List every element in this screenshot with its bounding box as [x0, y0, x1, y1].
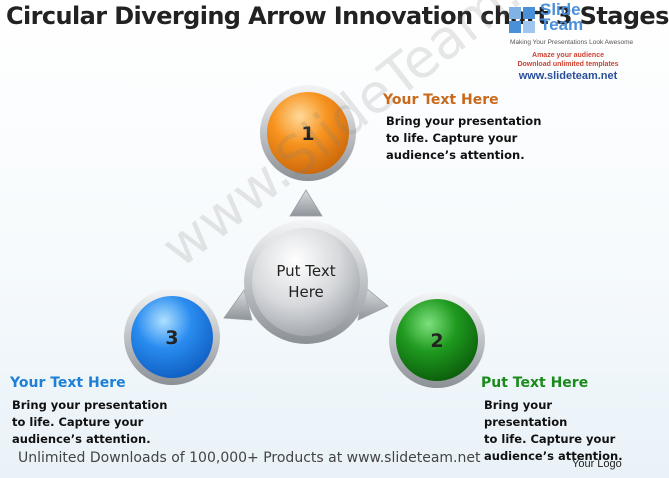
bottom-left-heading: Your Text Here [10, 375, 126, 391]
logo-placeholder: Your Logo [572, 458, 622, 470]
bottom-left-body: Bring your presentation to life. Capture… [12, 397, 167, 448]
stage-1-circle: 1 [260, 85, 356, 181]
stage-2-fill [396, 299, 478, 381]
bottom-right-line: Bring your presentation [484, 398, 568, 429]
logo-brand-line2: Team [540, 15, 584, 34]
slide-title: Circular Diverging Arrow Innovation char… [6, 2, 669, 30]
top-right-line: to life. Capture your [386, 131, 518, 145]
bottom-right-heading: Put Text Here [481, 375, 589, 391]
bottom-right-body: Bring your presentation to life. Capture… [484, 397, 638, 465]
footer-text: Unlimited Downloads of 100,000+ Products… [18, 450, 481, 466]
stage-3-circle: 3 [124, 289, 220, 385]
bottom-right-line: audience’s attention. [484, 449, 623, 463]
logo-tagline: Making Your Presentations Look Awesome [510, 39, 634, 46]
top-right-line: Bring your presentation [386, 114, 542, 128]
stage-2-number: 2 [430, 330, 443, 352]
logo-promo-line1: Amaze your audience [532, 52, 604, 59]
logo-url[interactable]: www.slideteam.net [518, 70, 618, 82]
logo-promo-line2: Download unlimited templates [517, 61, 619, 68]
arrow-to-stage-1 [289, 189, 323, 217]
bottom-left-line: to life. Capture your [12, 415, 144, 429]
bottom-right-line: to life. Capture your [484, 432, 616, 446]
center-fill [252, 228, 360, 336]
stage-3-number: 3 [165, 327, 178, 349]
bottom-left-line: Bring your presentation [12, 398, 168, 412]
arrow-to-stage-3 [223, 289, 253, 321]
stage-1-fill [267, 92, 349, 174]
circular-diagram: 1 2 3 Put Text Here [124, 85, 485, 388]
stage-3-fill [131, 296, 213, 378]
slideteam-logo: Slide Team Making Your Presentations Loo… [500, 0, 636, 84]
center-text-line1: Put Text [276, 262, 335, 280]
center-text-line2: Here [288, 283, 324, 301]
stage-2-circle: 2 [389, 292, 485, 388]
slideteam-logo-icon [509, 7, 535, 33]
center-circle: Put Text Here [244, 220, 368, 344]
top-right-body: Bring your presentation to life. Capture… [386, 113, 541, 164]
bottom-left-line: audience’s attention. [12, 432, 151, 446]
logo-brand-line1: Slide [540, 0, 581, 19]
stage-1-number: 1 [301, 123, 314, 145]
top-right-line: audience’s attention. [386, 148, 525, 162]
top-right-heading: Your Text Here [383, 92, 499, 108]
